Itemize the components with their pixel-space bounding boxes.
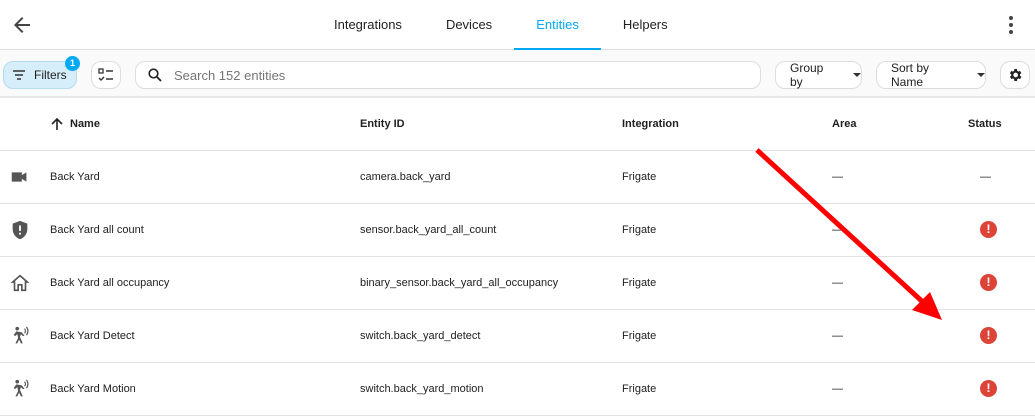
back-arrow-icon[interactable] (10, 13, 34, 37)
entity-name: Back Yard Detect (40, 309, 360, 363)
gear-icon (1009, 69, 1022, 81)
entity-integration: Frigate (622, 309, 832, 363)
table-row[interactable]: Back Yard all count sensor.back_yard_all… (0, 203, 1035, 257)
checklist-icon (98, 68, 113, 81)
entity-name: Back Yard (40, 150, 360, 204)
error-status-icon: ! (980, 221, 997, 238)
tab-helpers[interactable]: Helpers (622, 17, 668, 32)
entity-area: — (832, 362, 968, 416)
table-row[interactable]: Back Yard camera.back_yard Frigate — — (0, 150, 1035, 204)
selection-mode-button[interactable] (91, 61, 121, 89)
entity-area: — (832, 150, 968, 204)
error-status-icon: ! (980, 380, 997, 397)
tab-entities[interactable]: Entities (514, 0, 601, 50)
entity-id: switch.back_yard_detect (360, 309, 622, 363)
column-name[interactable]: Name (40, 98, 360, 151)
camera-icon (11, 171, 27, 182)
entity-name: Back Yard Motion (40, 362, 360, 416)
column-integration[interactable]: Integration (622, 98, 832, 151)
table-row[interactable]: Back Yard Motion switch.back_yard_motion… (0, 362, 1035, 416)
group-by-dropdown[interactable]: Group by (775, 61, 862, 89)
filters-count-badge: 1 (65, 56, 80, 71)
entity-area: — (832, 256, 968, 310)
entity-status: ! (968, 256, 1035, 310)
status-none: — (980, 170, 991, 183)
entity-integration: Frigate (622, 150, 832, 204)
entity-id: sensor.back_yard_all_count (360, 203, 622, 257)
tab-devices[interactable]: Devices (445, 17, 493, 32)
entity-name: Back Yard all occupancy (40, 256, 360, 310)
error-status-icon: ! (980, 327, 997, 344)
filters-label: Filters (34, 68, 67, 82)
home-icon (10, 274, 30, 291)
table-row[interactable]: Back Yard Detect switch.back_yard_detect… (0, 309, 1035, 363)
motion-sensor-icon (13, 325, 29, 343)
group-by-label: Group by (790, 61, 824, 89)
column-status[interactable]: Status (968, 98, 1035, 151)
entity-status: ! (968, 203, 1035, 257)
sort-by-dropdown[interactable]: Sort by Name (876, 61, 986, 89)
entity-id: binary_sensor.back_yard_all_occupancy (360, 256, 622, 310)
entity-name: Back Yard all count (40, 203, 360, 257)
entity-area: — (832, 203, 968, 257)
table-row[interactable]: Back Yard all occupancy binary_sensor.ba… (0, 256, 1035, 310)
caret-down-icon (853, 73, 861, 77)
entity-status: — (968, 150, 1035, 204)
toolbar: Filters 1 Group by Sort by Name (0, 50, 1035, 98)
entity-integration: Frigate (622, 256, 832, 310)
tab-integrations[interactable]: Integrations (334, 17, 402, 32)
column-entity-id[interactable]: Entity ID (360, 98, 622, 151)
sort-ascending-icon (51, 117, 63, 130)
entity-id: camera.back_yard (360, 150, 622, 204)
entity-status: ! (968, 362, 1035, 416)
error-status-icon: ! (980, 274, 997, 291)
column-area[interactable]: Area (832, 98, 968, 151)
sort-by-label: Sort by Name (891, 61, 930, 89)
search-icon (148, 68, 162, 82)
filters-button[interactable]: Filters 1 (3, 56, 80, 89)
shield-icon (12, 220, 28, 239)
table-header-row: Name Entity ID Integration Area Status (0, 98, 1035, 151)
entity-status: ! (968, 309, 1035, 363)
entity-id: switch.back_yard_motion (360, 362, 622, 416)
entity-area: — (832, 309, 968, 363)
top-bar: Integrations Devices Entities Helpers (0, 0, 1035, 50)
caret-down-icon (977, 73, 985, 77)
search-box (135, 61, 761, 89)
more-vert-icon[interactable] (1001, 14, 1021, 36)
filter-icon (13, 70, 25, 80)
entity-integration: Frigate (622, 362, 832, 416)
settings-button[interactable] (1000, 61, 1030, 89)
tab-bar: Integrations Devices Entities Helpers (312, 0, 690, 50)
motion-sensor-icon (13, 378, 29, 396)
entity-integration: Frigate (622, 203, 832, 257)
entities-table: Name Entity ID Integration Area Status B… (0, 98, 1035, 416)
search-input[interactable] (174, 67, 734, 83)
